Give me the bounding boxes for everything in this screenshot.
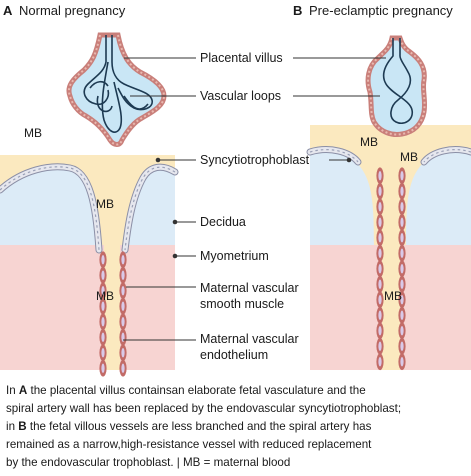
myometrium-region-a-right <box>120 245 175 370</box>
endothelial-nucleus <box>101 363 105 373</box>
muscle-chain-b-right <box>398 167 406 371</box>
endothelial-nucleus <box>378 279 382 289</box>
vascular-loops-a <box>83 35 153 133</box>
endothelial-nucleus <box>378 171 382 181</box>
panel-a-title: A Normal pregnancy <box>3 3 126 18</box>
label-vascular-loops: Vascular loops <box>200 89 281 103</box>
muscle-chain-b-left <box>376 167 384 371</box>
mb-label-b-right: MB <box>400 150 418 164</box>
label-placental-villus: Placental villus <box>200 51 283 65</box>
endothelial-nucleus <box>378 341 382 351</box>
endothelial-nucleus <box>101 286 105 296</box>
label-myometrium: Myometrium <box>200 249 269 263</box>
endothelial-nucleus <box>121 270 125 280</box>
decidua-region-b-right <box>406 150 471 245</box>
caption-line-1: In A the placental villus containsan ela… <box>6 384 366 397</box>
endothelial-nucleus <box>101 301 105 311</box>
caption-line-3: in B the fetal villous vessels are less … <box>6 420 372 433</box>
endothelial-nucleus <box>378 186 382 196</box>
endothelial-nucleus <box>121 348 125 358</box>
vascular-loops-b <box>382 38 414 125</box>
endothelial-nucleus <box>378 310 382 320</box>
endothelial-nucleus <box>101 332 105 342</box>
leader-lines <box>123 57 386 341</box>
decidua-region-b <box>310 150 374 245</box>
endothelial-nucleus <box>400 326 404 336</box>
panel-b-title: B Pre-eclamptic pregnancy <box>293 3 453 18</box>
endothelial-nucleus <box>400 357 404 367</box>
endothelial-nucleus <box>121 255 125 265</box>
endothelial-nucleus <box>121 301 125 311</box>
endothelial-nucleus <box>101 270 105 280</box>
endothelial-nucleus <box>378 217 382 227</box>
endothelial-nucleus <box>400 264 404 274</box>
endothelial-nucleus <box>400 217 404 227</box>
mb-label-a-middle: MB <box>96 197 114 211</box>
endothelial-nucleus <box>378 264 382 274</box>
caption-line-4: remained as a narrow,high-resistance ves… <box>6 438 372 451</box>
endothelial-nucleus <box>101 255 105 265</box>
endothelial-nucleus <box>378 357 382 367</box>
endothelial-nucleus <box>378 326 382 336</box>
label-smooth-muscle-line1: Maternal vascular <box>200 281 299 295</box>
leader-dot-myometrium <box>172 253 178 259</box>
syncytiotrophoblast-wall-a <box>0 163 179 254</box>
decidua-region-a <box>0 169 98 245</box>
caption-line-2: spiral artery wall has been replaced by … <box>6 402 402 415</box>
endothelial-nucleus <box>121 332 125 342</box>
label-syncytiotrophoblast: Syncytiotrophoblast <box>200 153 310 167</box>
endothelial-nucleus <box>121 317 125 327</box>
endothelial-nucleus <box>400 248 404 258</box>
endothelial-nucleus <box>378 202 382 212</box>
leader-dot-syncytio-b <box>346 157 352 163</box>
maternal-vascular-smooth-muscle <box>99 167 406 377</box>
endothelial-nucleus <box>400 171 404 181</box>
endothelial-nucleus <box>378 233 382 243</box>
placental-villus-b <box>365 35 428 137</box>
label-endothelium-line1: Maternal vascular <box>200 332 299 346</box>
label-endothelium-line2: endothelium <box>200 348 268 362</box>
endothelial-nucleus <box>378 248 382 258</box>
endothelial-nucleus <box>121 286 125 296</box>
panel-b-background <box>310 125 471 370</box>
mb-label-b-lower: MB <box>384 289 402 303</box>
endothelial-nucleus <box>400 341 404 351</box>
caption-line-5: by the endovascular trophoblast. | MB = … <box>6 456 291 469</box>
leader-dot-syncytio-a <box>155 157 161 163</box>
endothelial-nucleus <box>101 317 105 327</box>
syncytiotrophoblast-wall-b <box>306 146 471 166</box>
myometrium-region-b <box>310 245 382 370</box>
endothelial-nucleus <box>121 363 125 373</box>
endothelial-nucleus <box>400 186 404 196</box>
endothelial-nucleus <box>378 295 382 305</box>
mb-label-a-lower: MB <box>96 289 114 303</box>
leader-dot-decidua <box>172 219 178 225</box>
endothelial-nucleus <box>400 310 404 320</box>
endothelial-nucleus <box>400 295 404 305</box>
endothelial-nucleus <box>400 233 404 243</box>
muscle-chain-a-right <box>119 251 127 377</box>
myometrium-region-a <box>0 245 104 370</box>
endothelial-nucleus <box>101 348 105 358</box>
mb-label-a-upper: MB <box>24 126 42 140</box>
muscle-chain-a-left <box>99 251 107 377</box>
figure-caption: In A the placental villus containsan ela… <box>6 382 468 472</box>
mb-label-b-left: MB <box>360 135 378 149</box>
label-smooth-muscle-line2: smooth muscle <box>200 297 284 311</box>
placental-villus-a <box>66 32 167 147</box>
endothelial-nucleus <box>400 202 404 212</box>
endothelial-nucleus <box>400 279 404 289</box>
myometrium-region-b-right <box>400 245 471 370</box>
label-decidua: Decidua <box>200 215 246 229</box>
